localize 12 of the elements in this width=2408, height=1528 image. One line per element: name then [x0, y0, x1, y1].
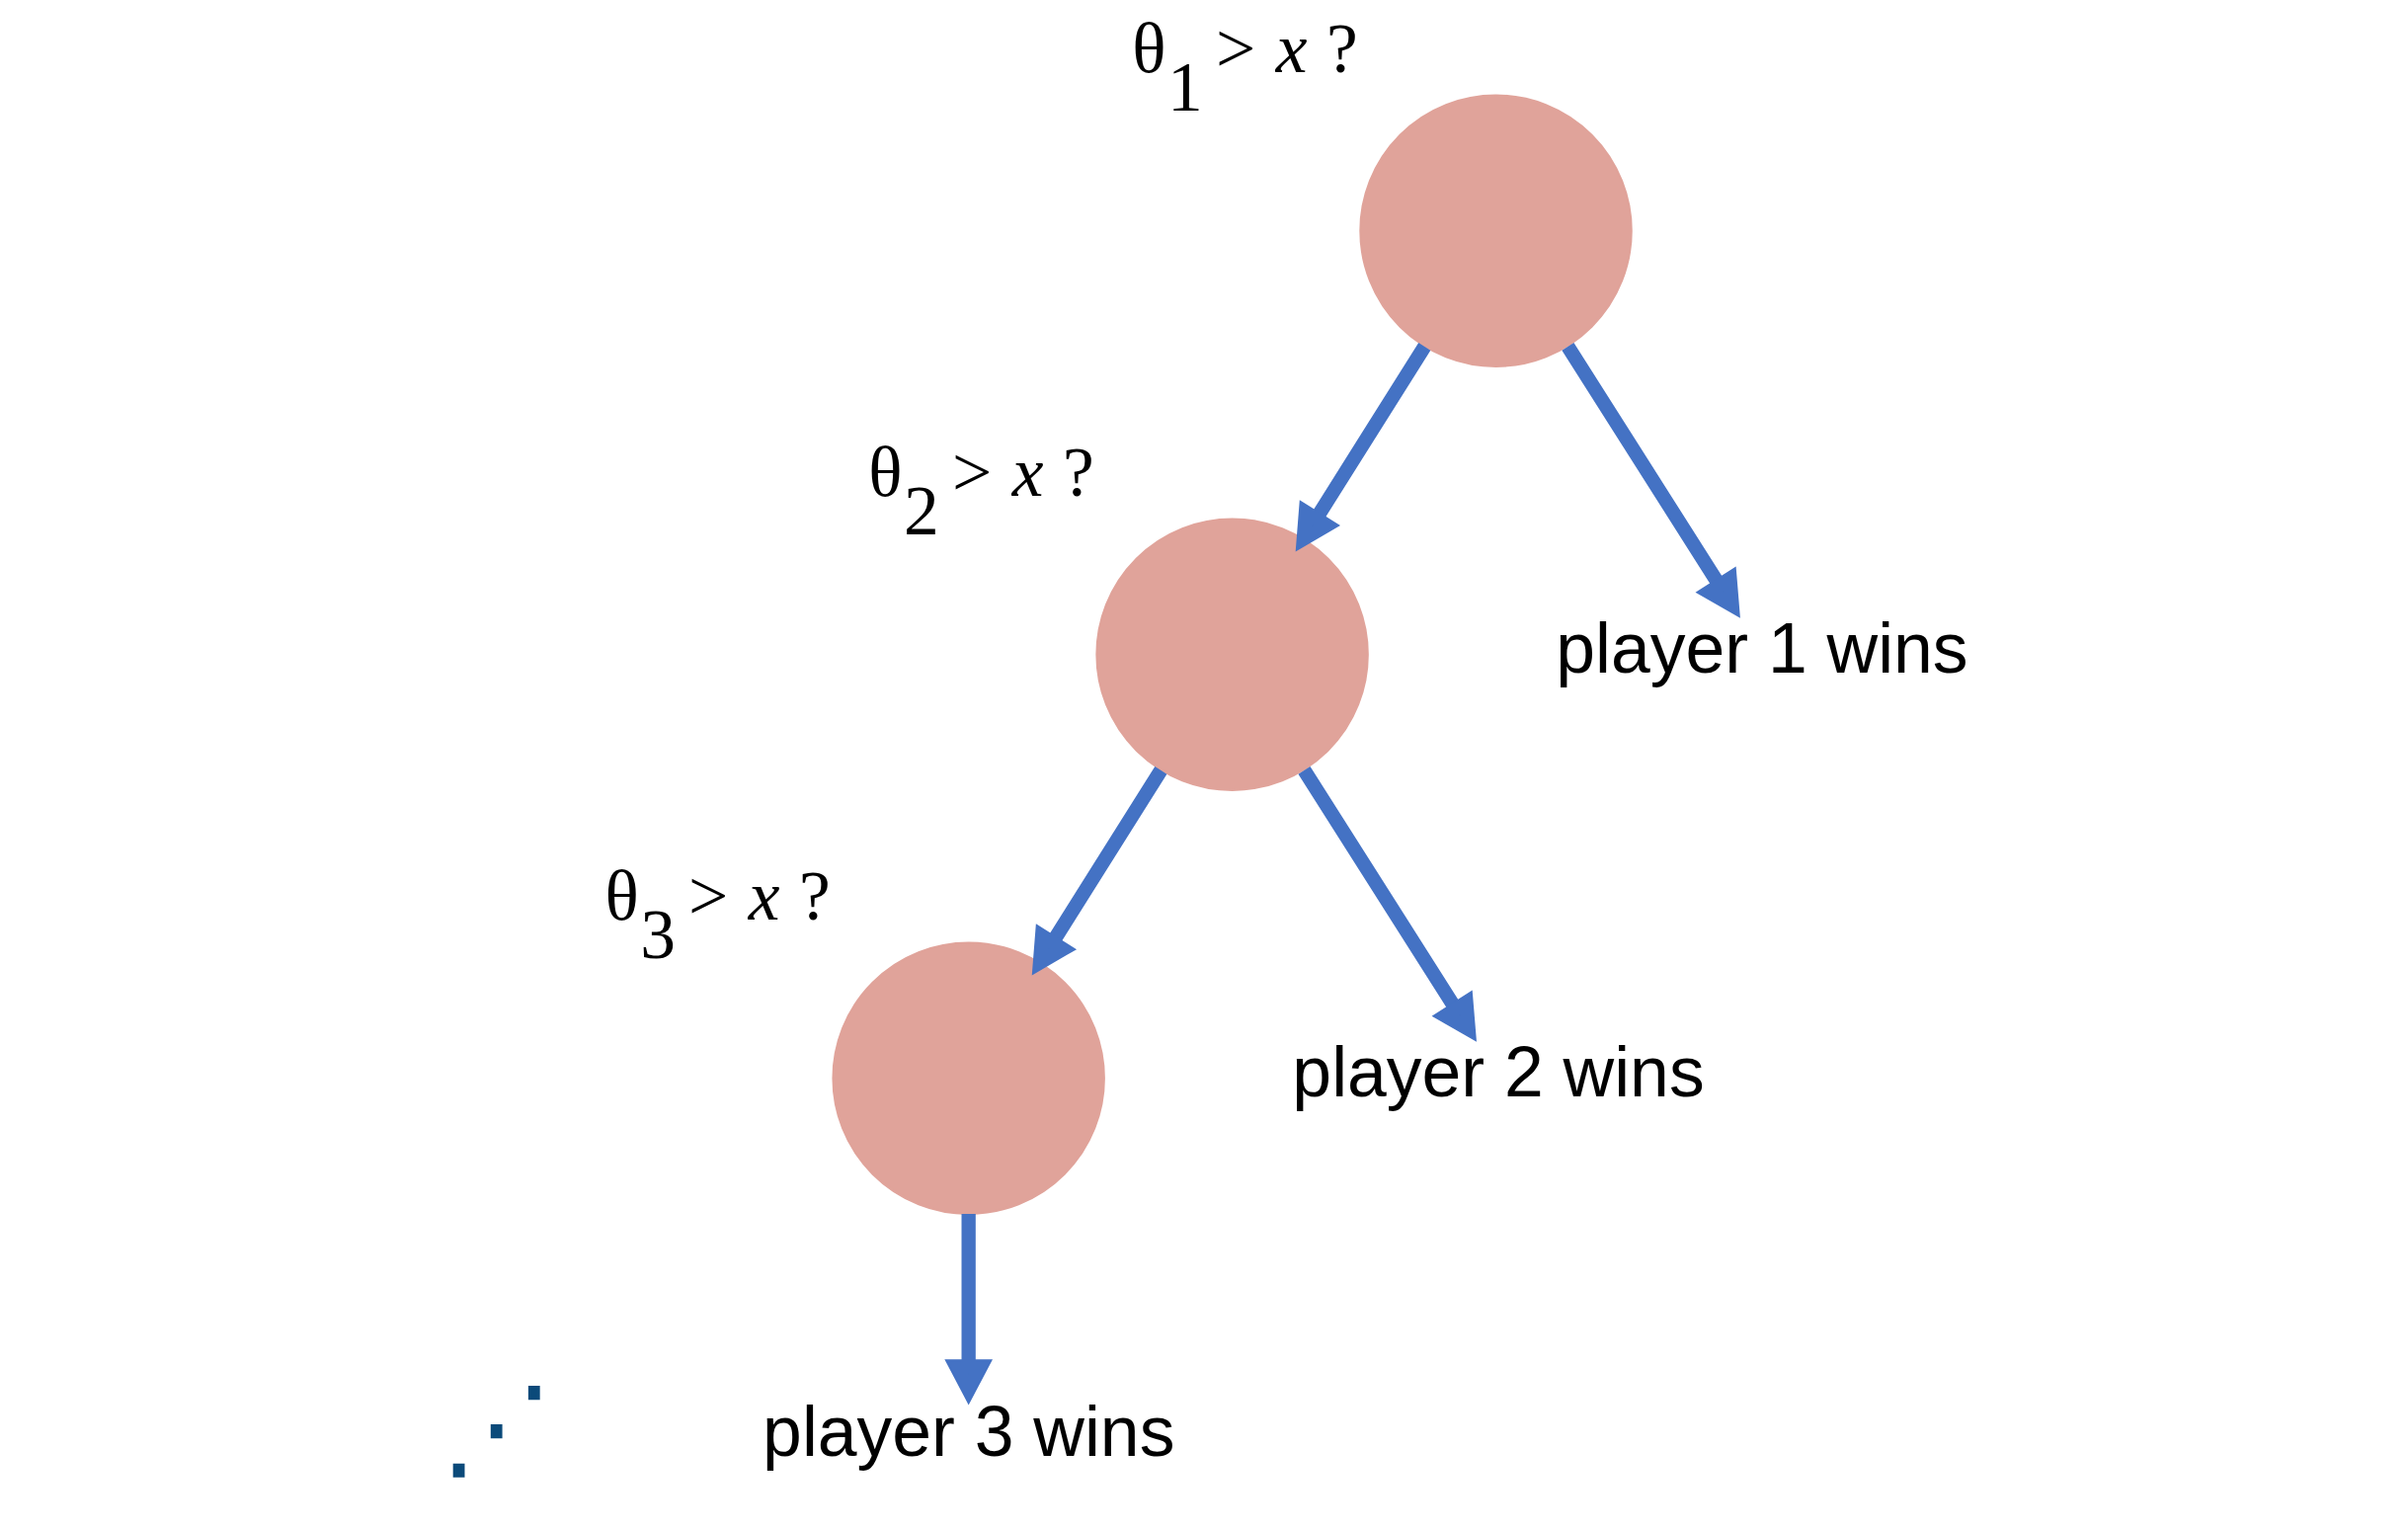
node-circle [1095, 518, 1369, 791]
arrow [1295, 343, 1431, 552]
arrow [1031, 766, 1167, 976]
arrow [944, 1214, 993, 1406]
node-circle [1359, 94, 1633, 367]
node-text: player 3 wins [763, 1392, 1175, 1472]
node-text: player 1 wins [1556, 607, 1968, 687]
arrow [1298, 766, 1477, 1042]
node-text: player 2 wins [1292, 1031, 1705, 1111]
node-circle [832, 941, 1105, 1215]
arrow [1562, 343, 1740, 618]
label: ⋰ [440, 1361, 553, 1493]
